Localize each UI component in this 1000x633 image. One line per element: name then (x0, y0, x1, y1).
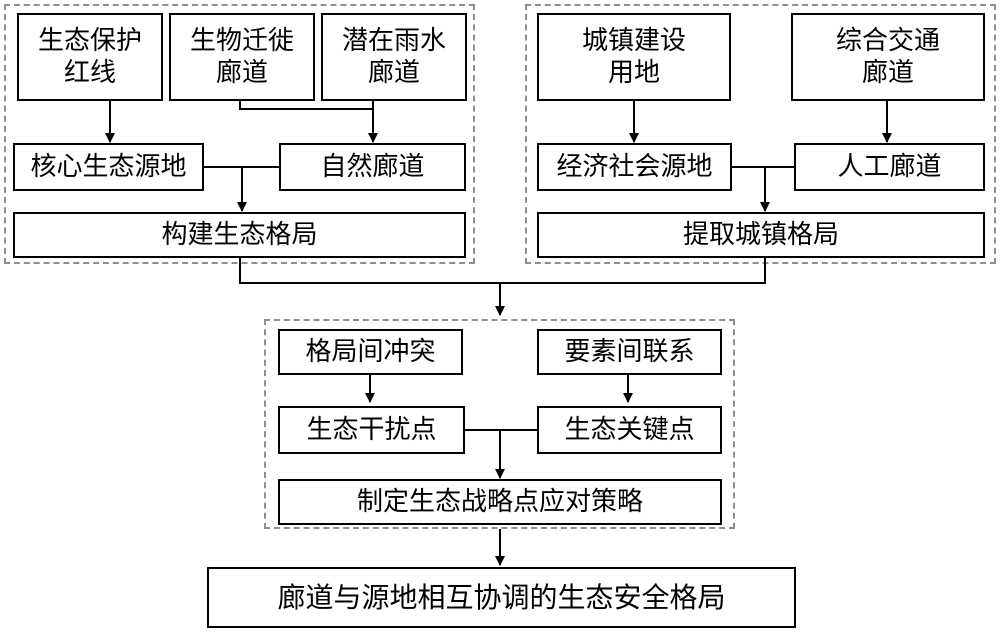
box-ecological-key-point: 生态关键点 (537, 406, 722, 454)
box-extract-urban-pattern: 提取城镇格局 (537, 212, 985, 258)
box-formulate-strategy: 制定生态战略点应对策略 (278, 479, 722, 525)
line-migration-rainwater-join (239, 101, 373, 110)
box-urban-construction-land: 城镇建设 用地 (537, 13, 731, 101)
box-natural-corridor: 自然廊道 (279, 143, 466, 191)
line-patterns-merge (239, 258, 766, 284)
box-element-linkage: 要素间联系 (537, 329, 722, 375)
box-pattern-conflict: 格局间冲突 (278, 329, 463, 375)
box-migration-corridor: 生物迁徙 廊道 (169, 13, 315, 101)
box-ecological-security-pattern: 廊道与源地相互协调的生态安全格局 (207, 567, 796, 628)
box-artificial-corridor: 人工廊道 (794, 143, 985, 191)
urban-pattern-group (525, 4, 996, 264)
box-rainwater-corridor: 潜在雨水 廊道 (321, 13, 467, 101)
box-transport-corridor: 综合交通 廊道 (791, 13, 985, 101)
box-core-ecological-source: 核心生态源地 (13, 143, 204, 191)
box-ecological-disturbance-point: 生态干扰点 (278, 406, 465, 454)
box-economic-social-source: 经济社会源地 (537, 143, 732, 191)
box-build-ecological-pattern: 构建生态格局 (13, 212, 466, 258)
box-ecological-redline: 生态保护 红线 (17, 13, 163, 101)
strategy-group (264, 319, 735, 529)
